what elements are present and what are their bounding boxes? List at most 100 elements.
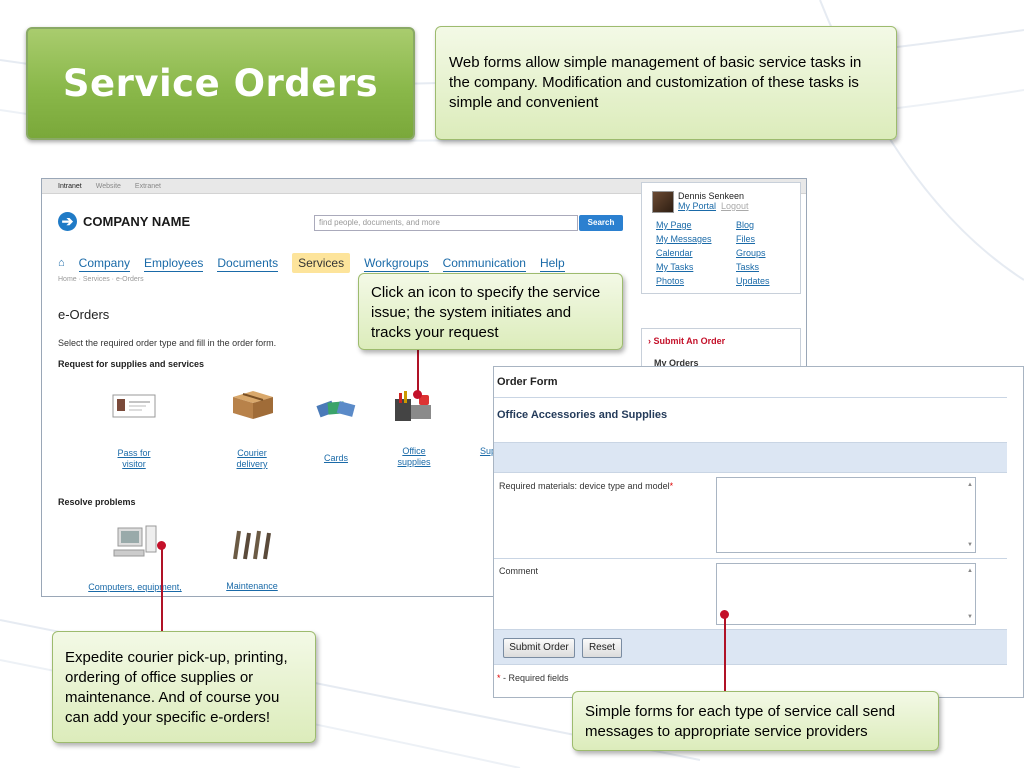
- avatar[interactable]: [652, 191, 674, 213]
- tile-label: supplies: [397, 457, 431, 467]
- scroll-down-icon[interactable]: ▼: [967, 614, 973, 620]
- form-header-band: [494, 442, 1007, 473]
- wrench-icon: [233, 530, 271, 560]
- link-groups[interactable]: Groups: [736, 248, 766, 258]
- nav-documents[interactable]: Documents: [217, 255, 279, 272]
- scroll-down-icon[interactable]: ▼: [967, 542, 973, 548]
- link-my-messages[interactable]: My Messages: [656, 234, 712, 244]
- expedite-callout-text: Expedite courier pick-up, printing, orde…: [65, 649, 288, 726]
- section-supplies: Request for supplies and services: [58, 359, 205, 369]
- arrow-right-icon: ➔: [58, 212, 77, 231]
- tile-label: Cards: [323, 453, 348, 463]
- required-note: * - Required fields: [497, 673, 569, 683]
- scroll-up-icon[interactable]: ▲: [967, 482, 973, 488]
- reset-button[interactable]: Reset: [582, 638, 622, 658]
- form-button-band: [494, 629, 1007, 665]
- tile-label: delivery: [236, 459, 268, 469]
- annotation-dot: [157, 541, 166, 550]
- required-asterisk: *: [497, 673, 501, 683]
- logout-link[interactable]: Logout: [721, 201, 749, 211]
- tile-label: Pass for: [117, 448, 151, 458]
- search-input[interactable]: find people, documents, and more: [314, 215, 578, 231]
- topbar-intranet[interactable]: Intranet: [58, 182, 82, 190]
- tile-label: Courier: [237, 448, 267, 458]
- section-problems: Resolve problems: [58, 497, 136, 507]
- nav-employees[interactable]: Employees: [144, 255, 204, 272]
- company-logo[interactable]: ➔ COMPANY NAME: [58, 212, 190, 231]
- search-button[interactable]: Search: [579, 215, 623, 231]
- forms-callout: Simple forms for each type of service ca…: [572, 691, 939, 751]
- required-note-text: - Required fields: [500, 673, 569, 683]
- id-card-icon: [112, 394, 156, 418]
- page-title: e-Orders: [58, 307, 110, 322]
- tile-office-supplies[interactable]: Office supplies: [388, 385, 440, 468]
- top-note-text: Web forms allow simple management of bas…: [449, 54, 862, 111]
- link-files[interactable]: Files: [736, 234, 756, 244]
- nav-workgroups[interactable]: Workgroups: [364, 255, 429, 272]
- materials-label-text: Required materials: device type and mode…: [499, 481, 670, 491]
- slide-title-box: Service Orders: [26, 27, 415, 140]
- my-orders-link[interactable]: My Orders: [654, 358, 699, 368]
- company-name: COMPANY NAME: [83, 214, 191, 229]
- portal-topbar: Intranet Website Extranet: [42, 179, 806, 194]
- tile-label: Computers, equipment,: [88, 582, 182, 592]
- annotation-line: [724, 614, 726, 692]
- package-icon: [233, 391, 273, 419]
- submit-order-button[interactable]: Submit Order: [503, 638, 575, 658]
- divider: [494, 558, 1007, 559]
- annotation-line: [161, 546, 163, 632]
- tile-label: Sup: [479, 446, 496, 456]
- tile-maintenance[interactable]: Maintenance: [222, 527, 282, 592]
- materials-textarea[interactable]: ▲ ▼: [716, 477, 976, 553]
- nav-company[interactable]: Company: [78, 255, 131, 272]
- materials-label: Required materials: device type and mode…: [499, 481, 674, 491]
- topbar-extranet[interactable]: Extranet: [134, 182, 161, 190]
- tile-label: Maintenance: [226, 581, 278, 591]
- nav-services[interactable]: Services: [292, 253, 351, 273]
- icons-callout-text: Click an icon to specify the service iss…: [371, 284, 601, 341]
- forms-callout-text: Simple forms for each type of service ca…: [585, 703, 896, 740]
- link-tasks[interactable]: Tasks: [736, 262, 760, 272]
- comment-textarea[interactable]: ▲ ▼: [716, 563, 976, 625]
- order-form: Order Form Office Accessories and Suppli…: [493, 366, 1024, 698]
- link-blog[interactable]: Blog: [736, 220, 755, 230]
- expedite-callout: Expedite courier pick-up, printing, orde…: [52, 631, 316, 743]
- scroll-up-icon[interactable]: ▲: [967, 568, 973, 574]
- cards-icon: [316, 400, 356, 418]
- link-my-tasks[interactable]: My Tasks: [656, 262, 694, 272]
- link-updates[interactable]: Updates: [736, 276, 770, 286]
- tile-sup-partial[interactable]: Sup: [478, 446, 498, 457]
- user-card: Dennis Senkeen My Portal Logout My Page …: [641, 182, 801, 294]
- tile-pass-for-visitor[interactable]: Pass for visitor: [108, 392, 160, 470]
- annotation-dot: [413, 390, 422, 399]
- computer-icon: [113, 525, 157, 557]
- icons-callout: Click an icon to specify the service iss…: [358, 273, 623, 350]
- link-my-page[interactable]: My Page: [656, 220, 692, 230]
- order-form-title: Order Form: [497, 376, 558, 388]
- main-nav: ⌂ Company Employees Documents Services W…: [58, 253, 565, 273]
- annotation-line: [417, 349, 419, 394]
- user-links: My Page Blog My Messages Files Calendar …: [656, 219, 796, 287]
- portal-window: Intranet Website Extranet ➔ COMPANY NAME…: [41, 178, 807, 597]
- tile-courier-delivery[interactable]: Courier delivery: [226, 387, 278, 470]
- nav-help[interactable]: Help: [539, 255, 565, 272]
- my-portal-link[interactable]: My Portal: [678, 201, 717, 211]
- link-calendar[interactable]: Calendar: [656, 248, 693, 258]
- tile-cards[interactable]: Cards: [310, 397, 362, 464]
- top-note-callout: Web forms allow simple management of bas…: [435, 26, 897, 140]
- nav-communication[interactable]: Communication: [442, 255, 526, 272]
- topbar-website[interactable]: Website: [95, 182, 121, 190]
- link-photos[interactable]: Photos: [656, 276, 685, 286]
- order-form-subtitle: Office Accessories and Supplies: [497, 409, 668, 421]
- comment-label: Comment: [499, 566, 539, 576]
- submit-order-link[interactable]: › Submit An Order: [648, 336, 726, 346]
- office-supplies-icon: [395, 391, 431, 421]
- breadcrumb[interactable]: Home · Services · e-Orders: [58, 276, 144, 283]
- home-icon[interactable]: ⌂: [58, 257, 65, 269]
- user-name-text: Dennis Senkeen: [678, 191, 745, 201]
- tile-computers-equipment[interactable]: Computers, equipment,: [80, 524, 190, 593]
- submit-order-label: Submit An Order: [653, 336, 726, 346]
- tile-label: visitor: [122, 459, 146, 469]
- user-name: Dennis Senkeen My Portal Logout: [678, 191, 749, 211]
- slide-title: Service Orders: [62, 62, 379, 105]
